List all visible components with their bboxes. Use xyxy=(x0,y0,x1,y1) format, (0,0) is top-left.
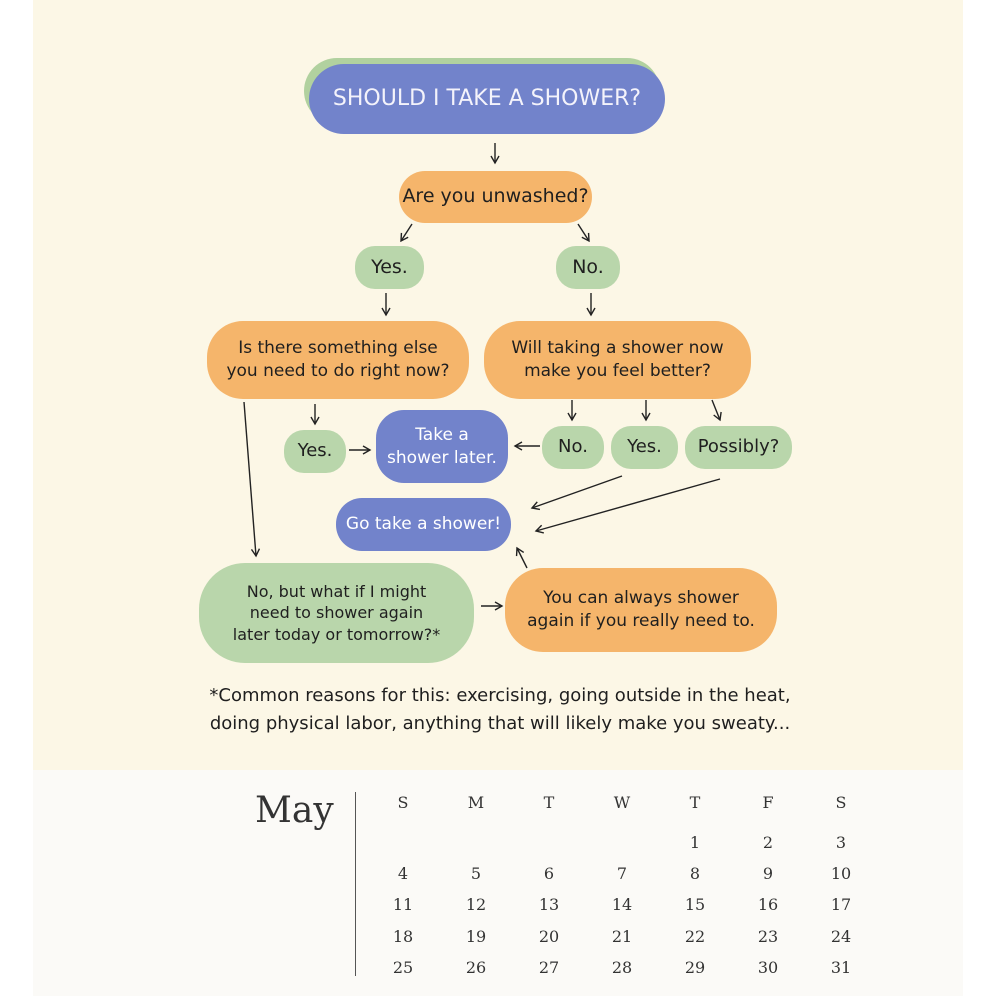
calendar-day: 7 xyxy=(616,864,628,883)
calendar-weekday-header: W xyxy=(613,793,631,812)
answer-no-unwashed: No. xyxy=(556,246,620,289)
calendar-day: 10 xyxy=(830,864,852,883)
calendar-day: 14 xyxy=(611,895,633,914)
question-something-else: Is there something else you need to do r… xyxy=(207,321,469,399)
calendar-day: 28 xyxy=(611,958,633,977)
flowchart-title: SHOULD I TAKE A SHOWER? xyxy=(309,64,665,134)
calendar-day: 25 xyxy=(392,958,414,977)
result-go-shower: Go take a shower! xyxy=(336,498,511,551)
calendar-day: 29 xyxy=(684,958,706,977)
calendar-day: 11 xyxy=(392,895,414,914)
calendar-weekday-header: T xyxy=(543,793,555,812)
calendar-day: 2 xyxy=(762,833,774,852)
calendar-day: 9 xyxy=(762,864,774,883)
question-feel-better: Will taking a shower now make you feel b… xyxy=(484,321,751,399)
calendar-day: 8 xyxy=(689,864,701,883)
calendar-day: 24 xyxy=(830,927,852,946)
calendar-day: 19 xyxy=(465,927,487,946)
answer-yes-something-else: Yes. xyxy=(284,430,346,473)
result-shower-later: Take a shower later. xyxy=(376,410,508,483)
calendar-day: 16 xyxy=(757,895,779,914)
calendar-day: 21 xyxy=(611,927,633,946)
answer-yes-unwashed: Yes. xyxy=(355,246,424,289)
calendar-day: 12 xyxy=(465,895,487,914)
calendar-weekday-header: S xyxy=(835,793,847,812)
question-what-if: No, but what if I might need to shower a… xyxy=(199,563,474,663)
calendar-day: 6 xyxy=(543,864,555,883)
calendar-weekday-header: M xyxy=(467,793,485,812)
footnote: *Common reasons for this: exercising, go… xyxy=(209,685,791,734)
question-unwashed: Are you unwashed? xyxy=(399,171,592,223)
calendar-day: 5 xyxy=(470,864,482,883)
calendar-weekday-header: T xyxy=(689,793,701,812)
calendar-day: 13 xyxy=(538,895,560,914)
calendar-weekday-header: S xyxy=(397,793,409,812)
calendar-divider xyxy=(355,792,356,976)
calendar-day: 15 xyxy=(684,895,706,914)
calendar-weekday-header: F xyxy=(762,793,774,812)
calendar-day: 3 xyxy=(835,833,847,852)
calendar-day: 30 xyxy=(757,958,779,977)
answer-no-feel-better: No. xyxy=(542,426,604,469)
calendar-month: May xyxy=(255,790,334,831)
calendar-day: 20 xyxy=(538,927,560,946)
result-always-shower: You can always shower again if you reall… xyxy=(505,568,777,652)
calendar-day: 31 xyxy=(830,958,852,977)
answer-yes-feel-better: Yes. xyxy=(611,426,678,469)
calendar-day: 27 xyxy=(538,958,560,977)
calendar-day: 23 xyxy=(757,927,779,946)
calendar-day: 4 xyxy=(397,864,409,883)
calendar-day: 18 xyxy=(392,927,414,946)
calendar-day: 26 xyxy=(465,958,487,977)
answer-possibly: Possibly? xyxy=(685,426,792,469)
calendar-day: 1 xyxy=(689,833,701,852)
calendar-day: 22 xyxy=(684,927,706,946)
calendar-day: 17 xyxy=(830,895,852,914)
calendar-panel xyxy=(33,770,963,996)
